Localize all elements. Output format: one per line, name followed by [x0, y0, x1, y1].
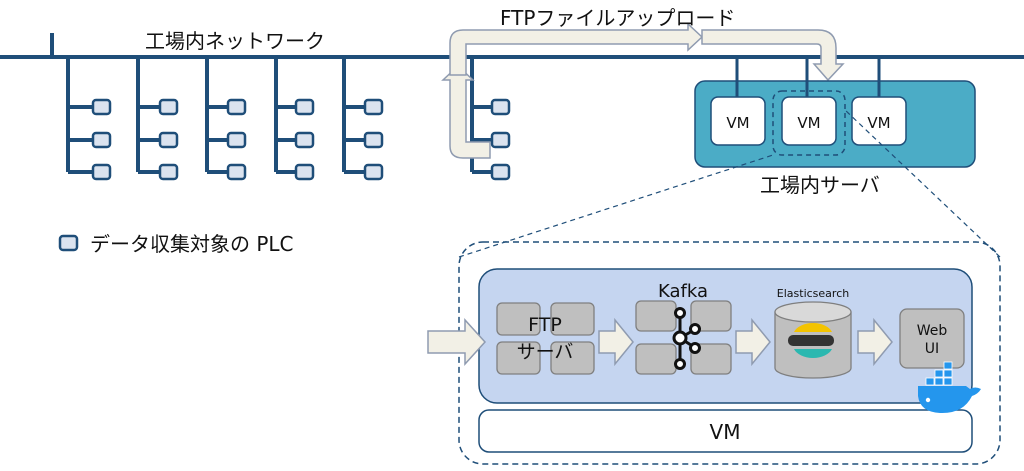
webui-box: [899, 308, 965, 369]
plc-icon: [363, 98, 384, 116]
plc-icon: [158, 131, 179, 149]
plc-icon: [226, 131, 247, 149]
ftp-upload-arrow: [441, 22, 845, 159]
vm-bar: [478, 409, 973, 453]
ftp-server-label: サーバ: [517, 341, 574, 363]
legend-label: データ収集対象の PLC: [90, 232, 294, 256]
flow-arrow: [598, 317, 634, 367]
kafka-component: [635, 300, 732, 375]
legend-plc-icon: [58, 234, 79, 252]
vm-internals-box: [478, 268, 973, 404]
plc-group: [274, 57, 315, 181]
kafka-logo-icon: [672, 307, 701, 370]
ftp-server-label: FTP: [528, 314, 562, 336]
plc-icon: [91, 98, 112, 116]
webui-label: UI: [925, 341, 939, 357]
plc-icon: [490, 98, 511, 116]
elasticsearch-logo-icon: [788, 323, 834, 358]
plc-group: [136, 57, 179, 181]
plc-group: [470, 57, 511, 181]
vm-label: VM: [726, 114, 749, 132]
plc-icon: [294, 163, 315, 181]
zoom-line: [458, 154, 774, 258]
vm-box: [710, 96, 766, 146]
vm-box: [781, 96, 837, 146]
plc-icon: [490, 163, 511, 181]
plc-icon: [363, 163, 384, 181]
plc-icon: [226, 98, 247, 116]
server-label: 工場内サーバ: [760, 173, 880, 197]
flow-arrow: [735, 317, 771, 367]
vm-label: VM: [797, 114, 820, 132]
ftp-upload-label: FTPファイルアップロード: [500, 6, 735, 30]
plc-icon: [490, 131, 511, 149]
plc-icon: [91, 163, 112, 181]
elasticsearch-label: Elasticsearch: [777, 287, 849, 300]
webui-label: Web: [917, 323, 948, 339]
vm-selection-outline: [772, 90, 846, 156]
plc-icon: [91, 131, 112, 149]
kafka-label: Kafka: [658, 281, 708, 302]
vm-bar-label: VM: [710, 420, 741, 444]
docker-whale-icon: [918, 361, 981, 414]
plc-group: [205, 57, 247, 181]
plc-icon: [158, 98, 179, 116]
plc-icon: [158, 163, 179, 181]
plc-icon: [226, 163, 247, 181]
plc-icon: [294, 98, 315, 116]
ftp-server-component: [496, 302, 595, 375]
input-arrow: [427, 318, 487, 366]
flow-arrow: [857, 317, 893, 367]
plc-icon: [363, 131, 384, 149]
vm-label: VM: [867, 114, 890, 132]
plc-icon: [294, 131, 315, 149]
vm-box: [851, 96, 907, 146]
plc-group: [342, 57, 384, 181]
network-label: 工場内ネットワーク: [145, 29, 325, 53]
plc-group: [66, 57, 112, 181]
plc-groups: [66, 57, 511, 181]
